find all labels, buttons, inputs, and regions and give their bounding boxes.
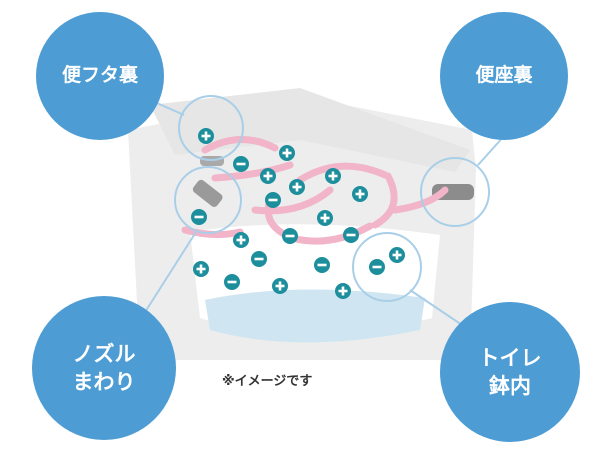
zoom-ring-nozzle: [174, 166, 242, 234]
minus-ion-icon: [282, 228, 298, 244]
airflow-arrow: [181, 226, 244, 239]
leader-seat: [477, 134, 506, 166]
plus-ion-icon: [260, 168, 276, 184]
zoom-ring-bowl: [352, 232, 422, 302]
nozzle-unit: [192, 179, 223, 207]
airflow-arrow: [288, 222, 374, 245]
plus-ion-icon: [389, 247, 405, 263]
plus-ion-icon: [272, 278, 288, 294]
zoom-ring-lid: [178, 95, 244, 161]
label-bubble-bowl: トイレ 鉢内: [440, 302, 580, 442]
minus-ion-icon: [369, 259, 385, 275]
minus-ion-icon: [265, 192, 281, 208]
image-note: ※イメージです: [222, 374, 313, 389]
plus-ion-icon: [325, 168, 341, 184]
plus-ion-icon: [198, 128, 214, 144]
airflow-arrow: [391, 186, 449, 214]
minus-ion-icon: [233, 156, 249, 172]
label-bubble-nozzle: ノズル まわり: [32, 296, 176, 440]
minus-ion-icon: [191, 209, 207, 225]
bowl-water: [205, 289, 425, 343]
plus-ion-icon: [289, 179, 305, 195]
leader-bowl: [409, 289, 463, 326]
plus-ion-icon: [317, 210, 333, 226]
plus-ion-icon: [193, 261, 209, 277]
leader-nozzle: [139, 231, 197, 321]
toilet-lid: [150, 88, 470, 172]
minus-ion-icon: [343, 227, 359, 243]
minus-ion-icon: [314, 257, 330, 273]
label-bubble-lid: 便フタ裏: [36, 12, 164, 140]
ion-markers: [191, 128, 405, 299]
minus-ion-icon: [224, 274, 240, 290]
plus-ion-icon: [233, 232, 249, 248]
label-bubble-seat: 便座裏: [440, 12, 568, 140]
airflow-arrow: [371, 172, 398, 229]
plus-ion-icon: [279, 145, 295, 161]
zoom-ring-seat: [420, 157, 490, 227]
minus-ion-icon: [251, 251, 267, 267]
airflow-arrow: [251, 186, 334, 215]
airflow-arrows: [181, 136, 449, 245]
airflow-arrow: [211, 161, 294, 182]
plus-ion-icon: [352, 186, 368, 202]
airflow-arrow: [296, 162, 389, 184]
plus-ion-icon: [335, 283, 351, 299]
lid-hinge: [200, 156, 224, 166]
